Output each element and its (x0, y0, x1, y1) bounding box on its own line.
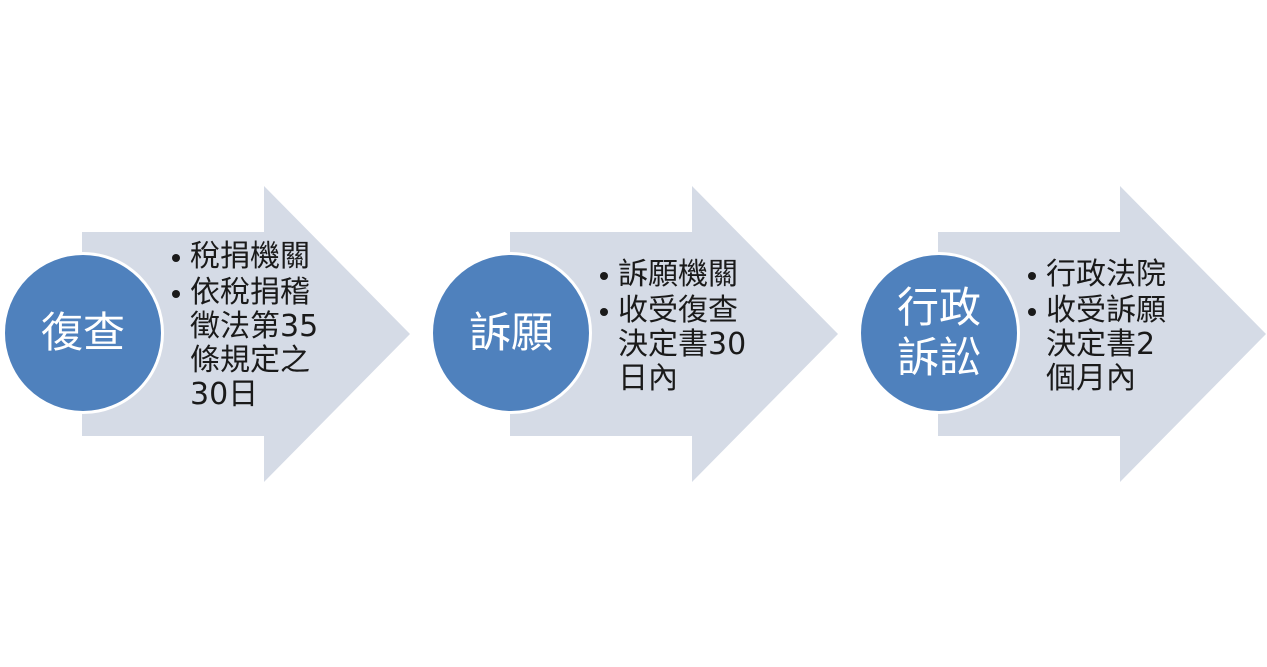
bullet-item: 稅捐機關 (172, 240, 322, 274)
step-bullet-list: 稅捐機關 依稅捐稽徵法第35條規定之30日 (172, 240, 322, 414)
bullet-text: 行政法院 (1046, 257, 1166, 292)
step-title: 復查 (40, 307, 125, 357)
step-bullet-list: 訴願機關 收受復查決定書30日內 (600, 258, 752, 398)
step-circle: 訴願 (430, 252, 592, 414)
step-title: 行政訴訟 (896, 282, 981, 382)
step-circle: 行政訴訟 (858, 252, 1020, 414)
step-circle: 復查 (2, 252, 164, 414)
bullet-text: 收受訴願決定書2個月內 (1046, 293, 1166, 396)
step-litigation: 行政訴訟 行政法院 收受訴願決定書2個月內 (856, 186, 1266, 482)
step-appeal: 訴願 訴願機關 收受復查決定書30日內 (428, 186, 838, 482)
bullet-item: 訴願機關 (600, 258, 752, 292)
arrow-shape (938, 186, 1266, 482)
step-bullet-list: 行政法院 收受訴願決定書2個月內 (1028, 258, 1180, 398)
bullet-text: 收受復查決定書30日內 (618, 293, 747, 396)
arrow-shape (510, 186, 838, 482)
step-review: 復查 稅捐機關 依稅捐稽徵法第35條規定之30日 (0, 186, 410, 482)
bullet-dot-icon (600, 308, 608, 316)
bullet-dot-icon (1028, 272, 1036, 280)
bullet-item: 依稅捐稽徵法第35條規定之30日 (172, 276, 322, 412)
bullet-text: 稅捐機關 (190, 239, 310, 274)
step-title: 訴願 (468, 307, 553, 357)
bullet-dot-icon (1028, 308, 1036, 316)
bullet-item: 收受訴願決定書2個月內 (1028, 294, 1180, 396)
arrow-shape (82, 186, 410, 482)
bullet-dot-icon (172, 290, 180, 298)
bullet-item: 收受復查決定書30日內 (600, 294, 752, 396)
bullet-text: 依稅捐稽徵法第35條規定之30日 (190, 275, 319, 412)
bullet-text: 訴願機關 (618, 257, 738, 292)
bullet-dot-icon (600, 272, 608, 280)
bullet-dot-icon (172, 254, 180, 262)
bullet-item: 行政法院 (1028, 258, 1180, 292)
